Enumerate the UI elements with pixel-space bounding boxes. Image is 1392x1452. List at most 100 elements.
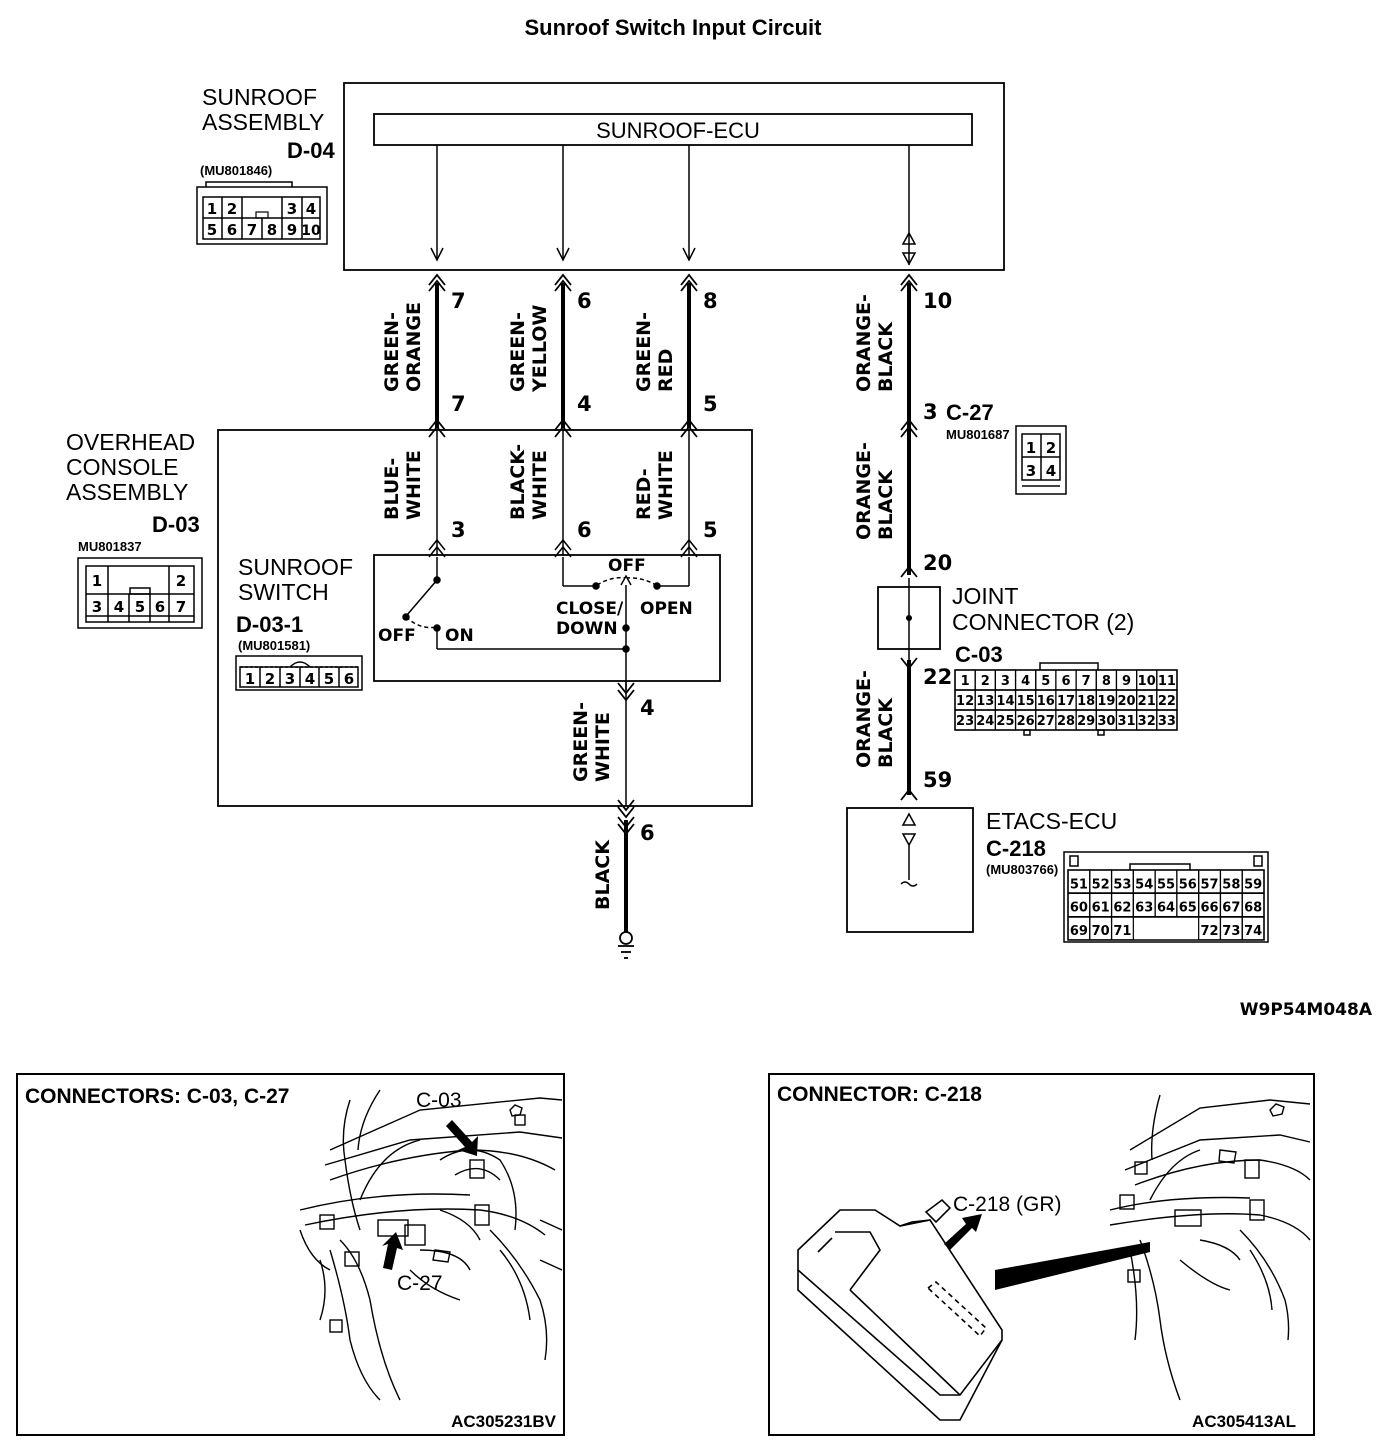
connector-pin: 66 (1201, 901, 1219, 916)
etacs-label: ETACS-ECU (986, 808, 1117, 834)
right-wire-color: ORANGE- (853, 442, 875, 540)
connector-pin: 8 (1102, 674, 1111, 689)
connector-pin: 63 (1135, 901, 1153, 916)
connector-pin: 5 (1041, 674, 1050, 689)
switch-contacts (402, 557, 690, 690)
page-title: Sunroof Switch Input Circuit (525, 15, 823, 40)
etacs-box (846, 807, 974, 933)
inner-wire-color: RED- (633, 468, 655, 520)
connector-pin: 51 (1070, 877, 1088, 892)
etacs-part-no: (MU803766) (986, 862, 1058, 877)
ground-pin: 6 (640, 821, 655, 845)
wire-pin-top: 8 (703, 289, 718, 313)
sunroof-assembly-connector-id: D-04 (287, 138, 335, 163)
connector-pin: 7 (1082, 674, 1091, 689)
connector-pin: 29 (1077, 714, 1095, 729)
connector-pin-cell (1110, 915, 1134, 941)
connector-pin: 33 (1158, 714, 1176, 729)
d04-connector-face: 1 2 3 4 5 6 7 8 9 10 (196, 181, 328, 245)
panel-right-code: AC305413AL (1192, 1412, 1296, 1431)
wire-pin-bottom: 5 (703, 392, 718, 416)
d04-pin: 8 (267, 221, 277, 239)
wire-pin-bottom: 4 (577, 392, 592, 416)
wire-color: ORANGE (403, 302, 425, 392)
connector-pin: 68 (1244, 901, 1262, 916)
inner-wire-color: WHITE (403, 450, 425, 520)
joint-connector-label-1: JOINT (952, 583, 1018, 609)
sunroof-switch-part-no: (MU801581) (238, 638, 310, 653)
sunroof-switch-label-2: SWITCH (238, 579, 329, 605)
dashboard-illustration-left (299, 1089, 563, 1401)
sunroof-assembly-label-1: SUNROOF (202, 84, 317, 110)
connector-pin: 25 (996, 714, 1014, 729)
connector-pin-cell (1156, 709, 1178, 731)
connector-pin: 64 (1157, 901, 1175, 916)
joint-connector-label-2: CONNECTOR (2) (952, 609, 1134, 635)
c218-arrow-icon (944, 1214, 982, 1250)
connector-pin: 74 (1244, 924, 1262, 939)
etacs-unit-illustration (797, 1198, 1003, 1421)
connector-pin: 18 (1077, 694, 1095, 709)
wire-color: YELLOW (529, 305, 551, 393)
panel-left-frame (16, 1073, 565, 1436)
right-wire-color-2: ORANGE- (853, 670, 875, 768)
connector-pin: 23 (956, 714, 974, 729)
sunroof-assembly-box (343, 82, 1005, 271)
d03-pin: 2 (176, 572, 186, 590)
wire-pin-bottom: 3 (923, 400, 938, 424)
connector-pin: 14 (996, 694, 1014, 709)
connector-pin: 57 (1201, 877, 1219, 892)
d03-1-pin: 5 (324, 670, 334, 688)
switch-off-right: OFF (608, 556, 646, 576)
d03-pin: 7 (176, 598, 186, 616)
connector-pin: 21 (1138, 694, 1156, 709)
connector-pin: 71 (1113, 924, 1131, 939)
connector-pin: 72 (1201, 924, 1219, 939)
d03-pin: 5 (135, 598, 145, 616)
connector-pin: 9 (1122, 674, 1131, 689)
panel-right-title: CONNECTOR: C-218 (777, 1083, 982, 1106)
etacs-internal (900, 812, 918, 887)
right-wire-color: BLACK (875, 469, 897, 540)
d04-pin: 3 (287, 200, 297, 218)
panel-right-callout: C-218 (GR) (953, 1193, 1062, 1216)
wire-pin-top: 7 (451, 289, 466, 313)
connector-pin: 4 (1021, 674, 1030, 689)
overhead-console-label-3: ASSEMBLY (66, 479, 188, 505)
connector-pin-cell (1241, 915, 1265, 941)
d04-pin: 5 (207, 221, 217, 239)
right-wire-pin-bottom: 59 (923, 768, 952, 792)
overhead-console-label-1: OVERHEAD (66, 429, 195, 455)
switch-down: DOWN (556, 619, 618, 639)
connector-pin: 19 (1097, 694, 1115, 709)
connector-pin: 12 (956, 694, 974, 709)
switch-close: CLOSE/ (556, 599, 624, 619)
wire-color: BLACK (875, 321, 897, 392)
d04-pin: 4 (306, 200, 316, 218)
connector-pin: 69 (1070, 924, 1088, 939)
d03-pin: 6 (155, 598, 165, 616)
sunroof-ecu-box (373, 113, 973, 146)
connector-pin: 1 (961, 674, 970, 689)
sunroof-switch-box (373, 554, 721, 682)
overhead-console-label-2: CONSOLE (66, 454, 178, 480)
wire-pin-top: 10 (923, 289, 952, 313)
inner-wire-color: WHITE (529, 450, 551, 520)
panel-left-callout-bottom: C-27 (397, 1272, 443, 1295)
panel-right-frame (768, 1073, 1315, 1436)
d03-1-pin: 2 (265, 670, 275, 688)
connector-pin: 32 (1138, 714, 1156, 729)
ground-pin-switch: 4 (640, 696, 655, 720)
c27-pin: 3 (1026, 462, 1036, 480)
connector-pin: 27 (1037, 714, 1055, 729)
connector-pin: 17 (1057, 694, 1075, 709)
d03-1-pin: 6 (344, 670, 354, 688)
d03-1-connector-face (235, 655, 363, 691)
connector-pin: 58 (1222, 877, 1240, 892)
c27-pin: 4 (1046, 462, 1056, 480)
connector-pin: 13 (976, 694, 994, 709)
wire-pin-top: 6 (577, 289, 592, 313)
